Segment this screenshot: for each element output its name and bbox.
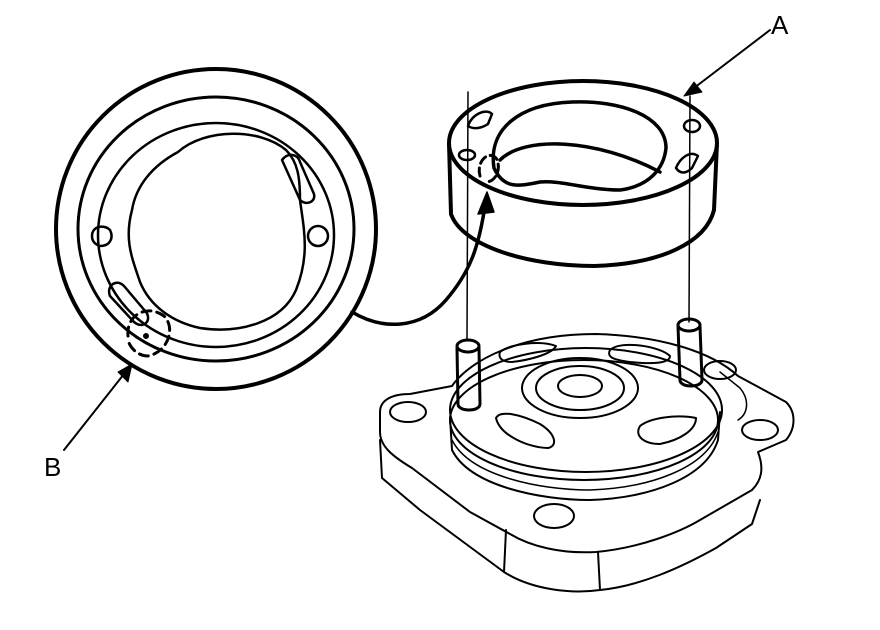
leader-line-a — [693, 29, 771, 89]
housing-top-rim-inner — [449, 359, 719, 481]
leader-arrow-a — [683, 81, 703, 97]
ring-slot-right — [674, 152, 700, 174]
flange-hole-right — [741, 419, 779, 441]
detail-slot-top — [280, 153, 316, 205]
flange-hole-left — [389, 401, 427, 423]
detail-bore — [127, 132, 306, 331]
detail-circle — [54, 67, 378, 391]
detail-ring-outer — [76, 95, 356, 363]
housing-slot-right — [637, 415, 697, 445]
detail-ring-inner — [96, 121, 336, 349]
alignment-line-right — [688, 95, 691, 323]
detail-hole-left — [90, 225, 113, 248]
detail-notch-dot — [143, 333, 149, 339]
callout-leader-b — [63, 363, 133, 451]
ring-part-a — [447, 79, 719, 268]
housing-slot-top — [608, 343, 671, 365]
ring-bottom-edge — [449, 208, 716, 268]
dowel-pin-right-top — [676, 317, 702, 333]
callout-label-a: A — [771, 10, 789, 40]
detail-circle-outline — [54, 67, 378, 391]
housing-body-side — [503, 529, 601, 591]
housing-hub-outer — [521, 357, 639, 419]
housing-slot-left — [495, 412, 556, 449]
callout-leader-a — [683, 29, 771, 97]
housing-rim-band-2 — [451, 431, 719, 491]
dowel-pins — [455, 317, 704, 412]
detail-notch-dashed — [126, 309, 171, 358]
flange-hole-upper-right — [703, 360, 737, 380]
connector-arrowhead — [477, 191, 495, 215]
ring-notch-dashed — [477, 153, 500, 184]
leader-arrow-b — [117, 363, 133, 383]
detail-hole-right — [306, 224, 330, 248]
alignment-line-left — [466, 91, 469, 341]
pump-housing — [379, 333, 795, 593]
flange-hole-bottom — [533, 503, 575, 529]
housing-top-rim — [449, 347, 723, 473]
dowel-pin-left-top — [455, 338, 481, 354]
ring-bore — [491, 100, 668, 192]
housing-hub-inner — [557, 374, 603, 398]
housing-rim-band — [449, 411, 721, 501]
housing-hub-mid — [535, 365, 625, 411]
ring-bore-front-edge — [498, 142, 662, 174]
ring-left-side — [447, 141, 453, 216]
housing-flange-step — [719, 371, 748, 421]
callout-label-b: B — [44, 452, 62, 482]
leader-line-b — [63, 373, 125, 451]
ring-hole-right — [682, 118, 702, 134]
housing-flange-outline — [379, 333, 795, 554]
dowel-pin-right — [676, 324, 704, 388]
ring-right-side — [712, 141, 719, 212]
housing-slot-upper-left — [498, 342, 557, 363]
dowel-pin-left — [455, 346, 482, 412]
ring-slot-left — [466, 110, 494, 130]
